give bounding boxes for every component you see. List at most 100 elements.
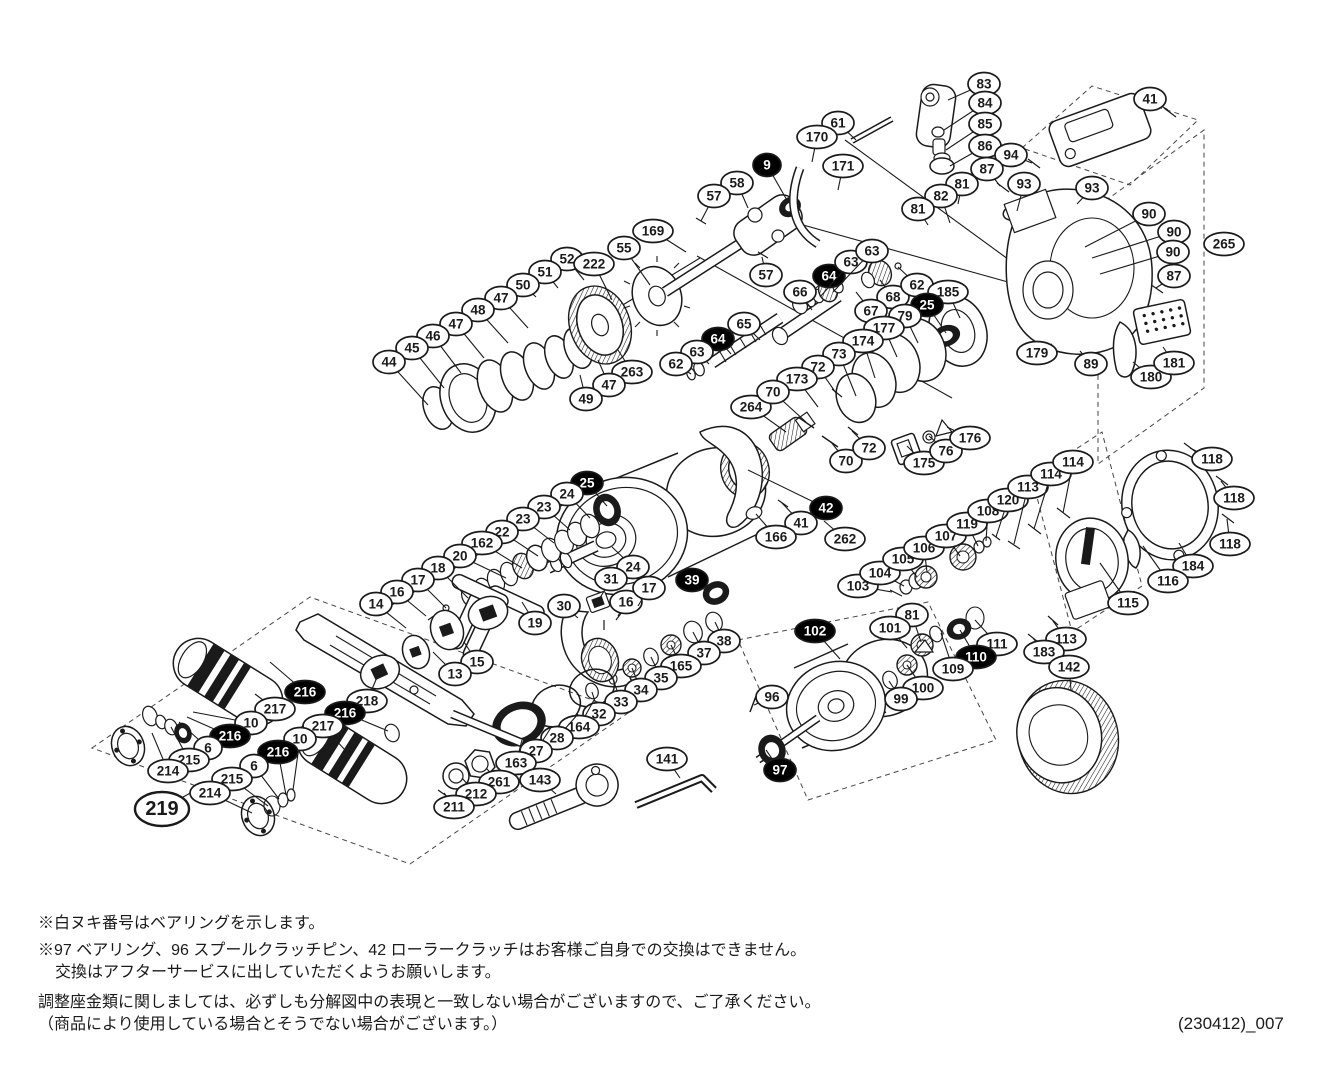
callout-116: 116 <box>1142 545 1189 594</box>
callout-72: 72 <box>851 430 886 461</box>
svg-text:10: 10 <box>292 732 307 747</box>
callout-90: 90 <box>1099 239 1190 275</box>
svg-text:42: 42 <box>818 501 833 516</box>
callout-216: 216 <box>269 661 326 705</box>
svg-text:50: 50 <box>515 278 530 293</box>
svg-text:6: 6 <box>204 741 212 756</box>
callout-47: 47 <box>439 311 485 359</box>
callout-93: 93 <box>1075 175 1109 205</box>
svg-text:170: 170 <box>806 130 829 145</box>
svg-text:70: 70 <box>765 385 780 400</box>
svg-text:24: 24 <box>625 560 641 575</box>
callout-174: 174 <box>842 328 884 379</box>
svg-text:109: 109 <box>942 662 965 677</box>
note-no-self-replace: ※97 ベアリング、96 スプールクラッチピン、42 ローラークラッチはお客様ご… <box>38 942 807 959</box>
svg-text:62: 62 <box>909 278 924 293</box>
svg-text:73: 73 <box>831 347 847 362</box>
cover-assembly-box <box>1021 85 1199 186</box>
svg-text:171: 171 <box>832 159 855 174</box>
svg-text:90: 90 <box>1166 225 1181 240</box>
svg-text:47: 47 <box>601 378 616 393</box>
svg-text:79: 79 <box>897 309 912 324</box>
callout-214: 214 <box>147 732 189 784</box>
svg-text:57: 57 <box>706 189 721 204</box>
callout-118: 118 <box>1209 518 1251 557</box>
note-shim-disclaimer: 調整座金類に関しましては、必ずしも分解図中の表現と一致しない場合がございますので… <box>38 994 821 1011</box>
callout-70: 70 <box>756 379 807 423</box>
svg-text:89: 89 <box>1083 357 1098 372</box>
svg-text:63: 63 <box>689 345 705 360</box>
svg-text:66: 66 <box>792 285 808 300</box>
svg-text:68: 68 <box>885 290 901 305</box>
svg-text:41: 41 <box>1142 92 1158 107</box>
svg-text:65: 65 <box>736 317 752 332</box>
svg-text:63: 63 <box>843 255 859 270</box>
callout-96: 96 <box>753 684 789 710</box>
svg-text:216: 216 <box>219 729 242 744</box>
callout-50: 50 <box>506 272 540 298</box>
callout-49: 49 <box>569 374 603 412</box>
allen-key <box>634 774 717 809</box>
svg-text:72: 72 <box>861 441 876 456</box>
callout-264: 264 <box>730 394 787 433</box>
callout-47: 47 <box>592 359 626 398</box>
callout-211: 211 <box>433 792 475 820</box>
svg-text:16: 16 <box>389 585 405 600</box>
svg-text:37: 37 <box>696 646 711 661</box>
callout-222: 222 <box>573 251 615 301</box>
callout-179: 179 <box>1016 340 1058 366</box>
callout-109: 109 <box>932 632 974 682</box>
svg-text:23: 23 <box>515 512 531 527</box>
svg-text:16: 16 <box>618 595 634 610</box>
callout-42: 42 <box>747 469 843 521</box>
svg-text:35: 35 <box>653 671 669 686</box>
svg-text:93: 93 <box>1016 177 1032 192</box>
callout-87: 87 <box>970 156 1004 187</box>
svg-text:163: 163 <box>505 756 528 771</box>
svg-text:61: 61 <box>830 116 846 131</box>
svg-text:104: 104 <box>869 566 892 581</box>
handle-assembly <box>110 613 524 837</box>
spare-spool <box>749 606 985 766</box>
svg-text:81: 81 <box>954 177 970 192</box>
callout-177: 177 <box>863 315 905 358</box>
svg-text:114: 114 <box>1040 467 1062 482</box>
callout-217: 217 <box>254 693 296 722</box>
callout-39: 39 <box>675 567 709 593</box>
callout-17: 17 <box>632 575 666 607</box>
callout-113: 113 <box>1007 474 1049 545</box>
svg-text:119: 119 <box>956 517 978 532</box>
note-bearing-legend: ※白ヌキ番号はベアリングを示します。 <box>38 915 325 932</box>
callout-41: 41 <box>781 502 818 536</box>
svg-text:166: 166 <box>765 530 788 545</box>
ratchet-wheel <box>623 256 691 336</box>
svg-text:39: 39 <box>684 573 699 588</box>
svg-text:215: 215 <box>221 772 244 787</box>
svg-text:52: 52 <box>559 252 574 267</box>
callout-45: 45 <box>395 335 445 389</box>
svg-text:183: 183 <box>1033 645 1056 660</box>
callout-84: 84 <box>943 90 1002 131</box>
callout-48: 48 <box>461 297 509 344</box>
svg-text:174: 174 <box>852 334 875 349</box>
note-shim-usage: （商品により使用している場合とそうでない場合がございます。） <box>38 1016 508 1033</box>
callout-63: 63 <box>832 238 889 293</box>
svg-text:17: 17 <box>641 581 656 596</box>
hook-keeper <box>915 83 957 175</box>
svg-text:45: 45 <box>404 341 420 356</box>
svg-text:62: 62 <box>668 357 683 372</box>
svg-text:263: 263 <box>621 365 644 380</box>
callout-214: 214 <box>189 780 253 814</box>
svg-text:51: 51 <box>537 265 553 280</box>
svg-text:102: 102 <box>804 624 827 639</box>
svg-text:9: 9 <box>763 158 771 173</box>
callout-118: 118 <box>1213 480 1255 511</box>
callout-41: 41 <box>1133 86 1169 112</box>
callout-183: 183 <box>1023 637 1065 665</box>
handle-knob-left <box>172 637 284 727</box>
callout-170: 170 <box>796 124 838 163</box>
svg-text:143: 143 <box>529 773 552 788</box>
callout-163: 163 <box>495 739 537 776</box>
